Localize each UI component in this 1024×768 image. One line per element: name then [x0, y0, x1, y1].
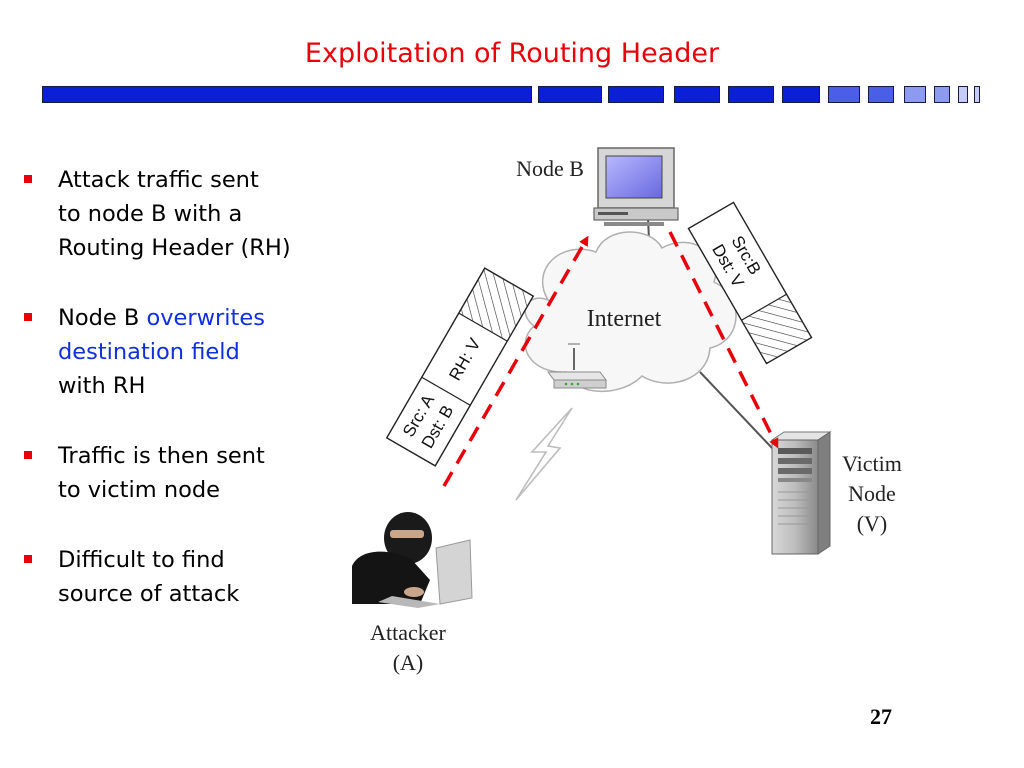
header-bar-segment — [868, 86, 894, 103]
bullet-list: Attack traffic sent to node B with a Rou… — [20, 163, 350, 647]
bullet-item: Attack traffic sent to node B with a Rou… — [20, 163, 350, 265]
victim-label-line: (V) — [857, 511, 888, 536]
bullet-line: Difficult to find — [58, 547, 225, 573]
highlight-text: destination field — [58, 339, 240, 365]
attacker-icon — [352, 508, 473, 608]
header-bar-segment — [958, 86, 968, 103]
bullet-item: Difficult to find source of attack — [20, 543, 350, 611]
wireless-signal-icon — [515, 407, 573, 501]
bullet-line: source of attack — [58, 581, 240, 607]
packet-outbound: Src: A Dst: B RH: V — [385, 267, 535, 467]
victim-label-line: Victim — [842, 451, 902, 476]
header-bar-segment — [674, 86, 720, 103]
header-bar-segment — [934, 86, 950, 103]
router-icon — [547, 343, 607, 389]
bullet-item: Node B overwrites destination field with… — [20, 301, 350, 403]
bullet-marker — [24, 175, 32, 183]
attack-path-arrow — [442, 235, 589, 487]
server-icon — [770, 431, 832, 555]
header-bar-segment — [42, 86, 532, 103]
victim-label-line: Node — [848, 481, 896, 506]
header-bar-segment — [782, 86, 820, 103]
bullet-line: Attack traffic sent — [58, 167, 259, 193]
bullet-text: with RH — [58, 373, 146, 399]
link-internet-victim — [699, 371, 773, 449]
header-bar-segment — [728, 86, 774, 103]
header-bar-segment — [828, 86, 860, 103]
forward-path-arrow — [668, 231, 779, 449]
bullet-marker — [24, 555, 32, 563]
bullet-line: to node B with a — [58, 201, 243, 227]
bullet-marker — [24, 313, 32, 321]
header-bar-segment — [974, 86, 980, 103]
bullet-line: Traffic is then sent — [58, 443, 265, 469]
node-b-label: Node B — [516, 156, 584, 181]
internet-label: Internet — [587, 306, 662, 332]
computer-icon — [593, 147, 679, 226]
internet-cloud — [524, 231, 737, 393]
attacker-label-line: Attacker — [370, 620, 446, 645]
packet-forwarded: Src:B Dst: V — [687, 201, 813, 365]
bullet-marker — [24, 451, 32, 459]
header-bar-segment — [538, 86, 602, 103]
slide-title: Exploitation of Routing Header — [304, 38, 720, 69]
bullet-item: Traffic is then sent to victim node — [20, 439, 350, 507]
highlight-text: overwrites — [146, 305, 265, 331]
page-number: 27 — [870, 704, 892, 729]
bullet-line: Routing Header (RH) — [58, 235, 291, 261]
header-bar-segment — [904, 86, 926, 103]
attacker-label-line: (A) — [393, 650, 424, 675]
header-bar-segment — [608, 86, 664, 103]
bullet-text: Node B — [58, 305, 147, 331]
bullet-line: to victim node — [58, 477, 220, 503]
